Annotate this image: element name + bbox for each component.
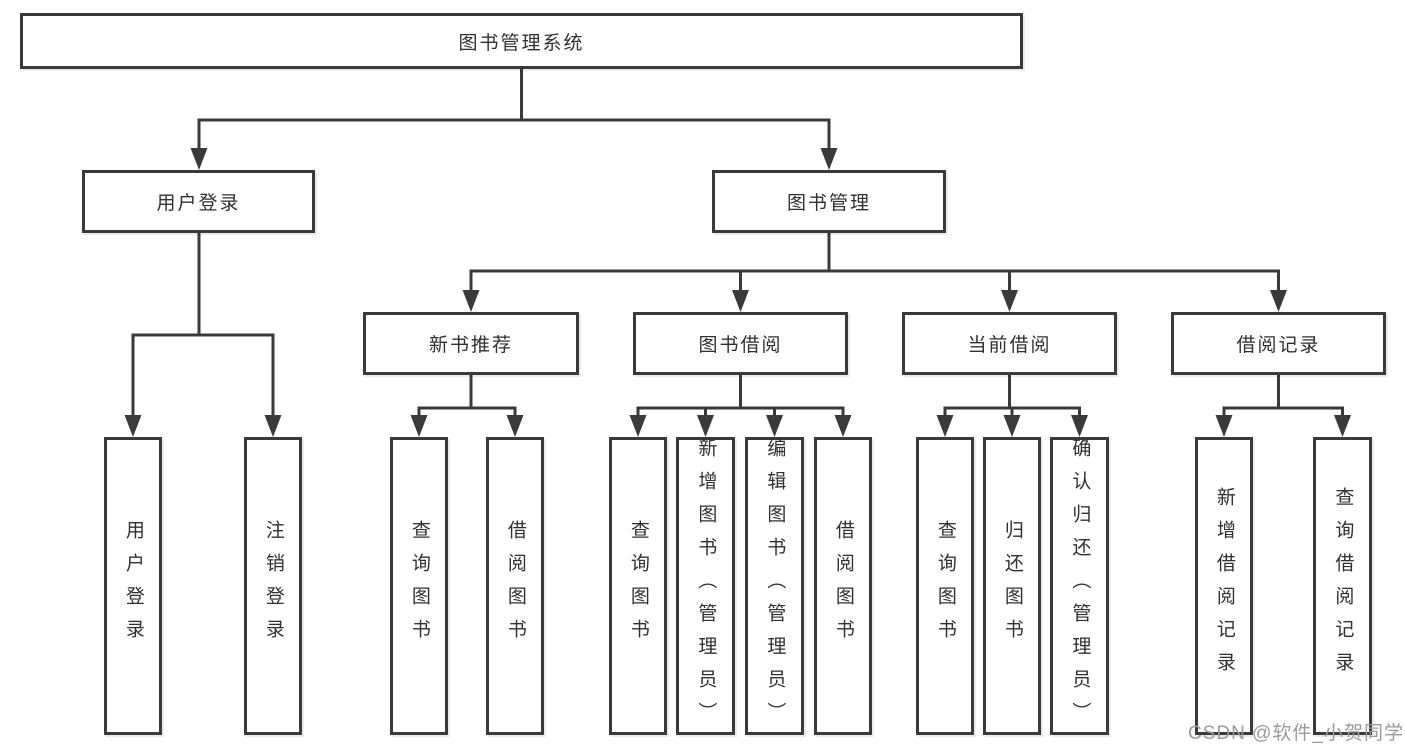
node-label: 新增图书（管理员） (695, 437, 717, 735)
node-label: 查询图书 (627, 520, 649, 652)
node-label: 归还图书 (1001, 520, 1023, 652)
leaf-query-borrow-record: 查询借阅记录 (1313, 437, 1372, 735)
leaf-add-borrow-record: 新增借阅记录 (1195, 437, 1253, 735)
leaf-query-books-borrowing: 查询图书 (609, 437, 667, 735)
node-label: 查询借阅记录 (1332, 487, 1354, 685)
node-label: 注销登录 (262, 520, 284, 652)
leaf-user-login: 用户登录 (104, 437, 162, 735)
node-label: 新增借阅记录 (1213, 487, 1235, 685)
edge-currentborrow-to-leaves (936, 373, 1088, 437)
node-label: 当前借阅 (967, 335, 1052, 356)
edge-bookmgmt-to-level3 (462, 231, 1287, 312)
node-book-management: 图书管理 (712, 170, 946, 233)
node-label: 图书管理系统 (458, 32, 585, 54)
edge-borrowrecord-to-leaves (1215, 373, 1351, 437)
leaf-confirm-return-admin: 确认归还（管理员） (1050, 437, 1109, 735)
node-current-borrowing: 当前借阅 (902, 312, 1117, 375)
leaf-return-books: 归还图书 (983, 437, 1041, 735)
leaf-logout: 注销登录 (244, 437, 302, 735)
node-label: 编辑图书（管理员） (764, 437, 786, 735)
edge-root-to-level2 (190, 67, 838, 170)
node-new-book-recommend: 新书推荐 (363, 312, 579, 375)
edge-bookborrow-to-leaves (629, 373, 852, 437)
node-label: 用户登录 (156, 193, 241, 214)
node-label: 查询图书 (934, 520, 956, 652)
node-root-library-management-system: 图书管理系统 (20, 13, 1023, 69)
node-label: 确认归还（管理员） (1069, 437, 1091, 735)
leaf-add-books-admin: 新增图书（管理员） (676, 437, 735, 735)
csdn-watermark: CSDN @软件_小贺同学 (1188, 723, 1404, 744)
leaf-borrow-books: 借阅图书 (814, 437, 872, 735)
node-book-borrowing: 图书借阅 (633, 312, 848, 375)
node-label: 借阅图书 (504, 520, 526, 652)
node-label: 图书管理 (786, 193, 871, 214)
node-label: 查询图书 (408, 520, 430, 652)
node-label: 借阅图书 (832, 520, 854, 652)
leaf-edit-books-admin: 编辑图书（管理员） (745, 437, 804, 735)
node-borrowing-records: 借阅记录 (1171, 312, 1386, 375)
leaf-query-books-current: 查询图书 (916, 437, 974, 735)
node-label: 新书推荐 (428, 335, 513, 356)
edge-newbookrec-to-leaves (410, 373, 524, 437)
node-label: 借阅记录 (1236, 335, 1321, 356)
edge-userlogin-to-leaves (124, 231, 282, 437)
node-label: 图书借阅 (698, 335, 783, 356)
leaf-borrow-books-recommend: 借阅图书 (486, 437, 544, 735)
leaf-query-books-recommend: 查询图书 (390, 437, 448, 735)
node-user-login: 用户登录 (82, 170, 315, 233)
node-label: 用户登录 (122, 520, 144, 652)
